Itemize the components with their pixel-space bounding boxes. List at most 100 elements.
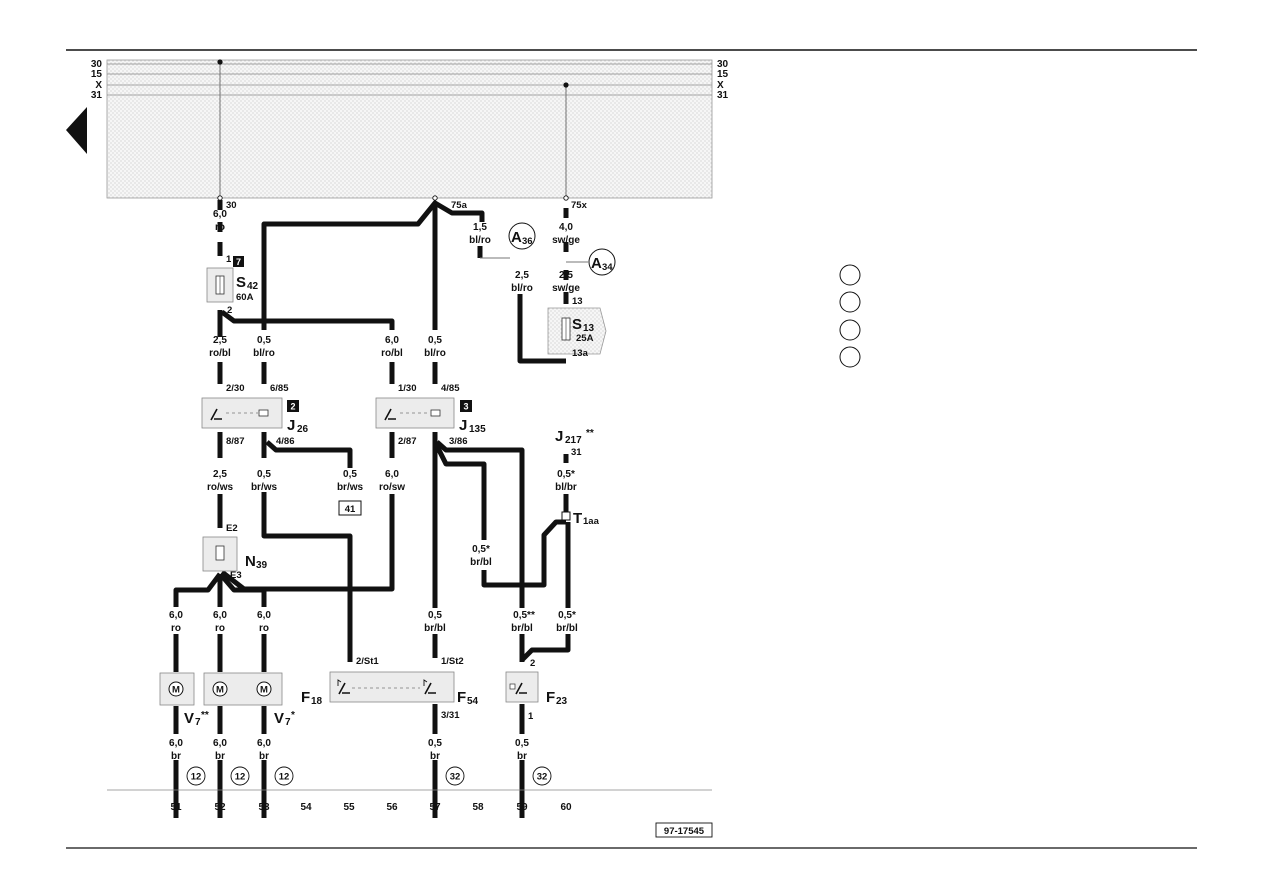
t1aa-sub: 1aa [583, 516, 600, 527]
wire-gauge: 2,5 [213, 469, 227, 480]
s13-rating: 25A [576, 333, 594, 344]
switch-block-f18-f54 [329, 671, 455, 703]
terminal-label: 1 [528, 711, 534, 722]
rail-label-30-right: 30 [717, 59, 729, 70]
f23-label: F [546, 689, 555, 706]
terminal-label: 8/87 [226, 436, 245, 447]
terminal-label: 1 [226, 254, 232, 265]
terminal-label: 13 [572, 296, 583, 307]
legend-circle [839, 264, 861, 286]
legend-circles [839, 264, 861, 368]
resistor-n39: N 39 [202, 536, 268, 572]
wire-gauge: 6,0 [257, 610, 271, 621]
wire-gauge: 1,5 [473, 222, 487, 233]
fuse-s13: S 13 25A [547, 307, 607, 355]
terminal-label: 4/85 [441, 383, 460, 394]
reference-number: 97-17545 [655, 822, 713, 838]
rail-label-30-left: 30 [91, 59, 103, 70]
f23-sub: 23 [556, 696, 568, 707]
track-number: 51 [170, 802, 182, 813]
j217-sup: ** [586, 428, 594, 439]
ground-ref-57: 32 [450, 772, 461, 783]
wire-colour: br [430, 751, 440, 762]
j26-label: J [287, 417, 295, 434]
terminal-label: 4/86 [276, 436, 295, 447]
switch-f23 [505, 671, 539, 703]
a34-label: A [591, 255, 602, 272]
terminal-label: 1/St2 [441, 656, 464, 667]
wires [173, 200, 571, 818]
track-number: 52 [214, 802, 226, 813]
wire-gauge: 4,0 [559, 222, 573, 233]
motor-icon: M [216, 685, 224, 696]
terminal-label: 3/31 [441, 710, 460, 721]
wire-gauge: 6,0 [213, 610, 227, 621]
wire-gauge: 0,5 [428, 738, 442, 749]
a36-sub: 36 [522, 236, 533, 247]
wire-colour: ro/sw [379, 482, 405, 493]
wire-gauge: 0,5 [257, 469, 271, 480]
j26-sub: 26 [297, 424, 309, 435]
tap-x-node [563, 82, 569, 88]
supply-rails [107, 63, 712, 96]
relay-j135: 3 J 135 [375, 397, 486, 435]
wire-gauge: 6,0 [385, 469, 399, 480]
wire-gauge: 6,0 [213, 209, 227, 220]
legend-circle [839, 346, 861, 368]
connector-30 [217, 195, 223, 201]
terminal-label: 2 [227, 305, 232, 316]
j217-sub: 217 [565, 435, 582, 446]
wire-colour: br/ws [251, 482, 278, 493]
terminal-label: 2/87 [398, 436, 417, 447]
terminal-label: 6/85 [270, 383, 289, 394]
badge-2-text: 2 [290, 402, 295, 412]
wire-colour: bl/ro [469, 235, 491, 246]
wire-colour: br [171, 751, 181, 762]
track-number: 53 [258, 802, 270, 813]
connector-a36: A 36 [508, 222, 536, 250]
s42-rating: 60A [236, 292, 254, 303]
rail-label-31-left: 31 [91, 90, 103, 101]
legend-circle [839, 291, 861, 313]
f54-label: F [457, 689, 466, 706]
terminal-label: 75a [451, 200, 468, 211]
tap-30-node [217, 59, 223, 65]
wire-gauge: 0,5 [428, 610, 442, 621]
wire-gauge: 6,0 [257, 738, 271, 749]
terminal-label: 75x [571, 200, 588, 211]
badge-2 [287, 400, 299, 412]
s42-sub: 42 [247, 281, 259, 292]
v7a-sub: 7 [195, 717, 201, 728]
wire-labels: 6,0 ro 2,5 ro/bl 0,5 bl/ro 6,0 ro/bl 0,5… [169, 209, 580, 762]
wire-colour: ro/bl [209, 348, 231, 359]
rail-label-15-right: 15 [717, 69, 729, 80]
v7b-sup: * [291, 710, 295, 721]
n39-sub: 39 [256, 560, 268, 571]
f18-label: F [301, 689, 310, 706]
s13-sub: 13 [583, 323, 595, 334]
wire-gauge: 6,0 [213, 738, 227, 749]
terminal-label: 30 [226, 200, 237, 211]
rail-labels-right: 30 15 X 31 [717, 59, 729, 101]
legend-circle [839, 319, 861, 341]
wire-colour: bl/br [555, 482, 577, 493]
wire-colour: ro [215, 623, 225, 634]
wire-gauge: 2,5 [559, 270, 573, 281]
wire-gauge: 0,5 [515, 738, 529, 749]
wire-colour: br/bl [556, 623, 578, 634]
reference-number-text: 97-17545 [664, 826, 705, 837]
back-arrow-icon[interactable] [66, 107, 87, 154]
v7a-label: V [184, 710, 194, 727]
track-number: 60 [560, 802, 572, 813]
rail-label-15-left: 15 [91, 69, 103, 80]
connector-a34: A 34 [588, 248, 616, 276]
ground-ref-59: 32 [537, 772, 548, 783]
ground-ref-52: 12 [235, 772, 246, 783]
ref-box-41: 41 [338, 500, 362, 516]
control-unit-j217: J 217 ** [555, 428, 594, 446]
f54-sub: 54 [467, 696, 479, 707]
wire-colour: br [259, 751, 269, 762]
wire-colour: br/bl [511, 623, 533, 634]
wire-colour: br/bl [424, 623, 446, 634]
